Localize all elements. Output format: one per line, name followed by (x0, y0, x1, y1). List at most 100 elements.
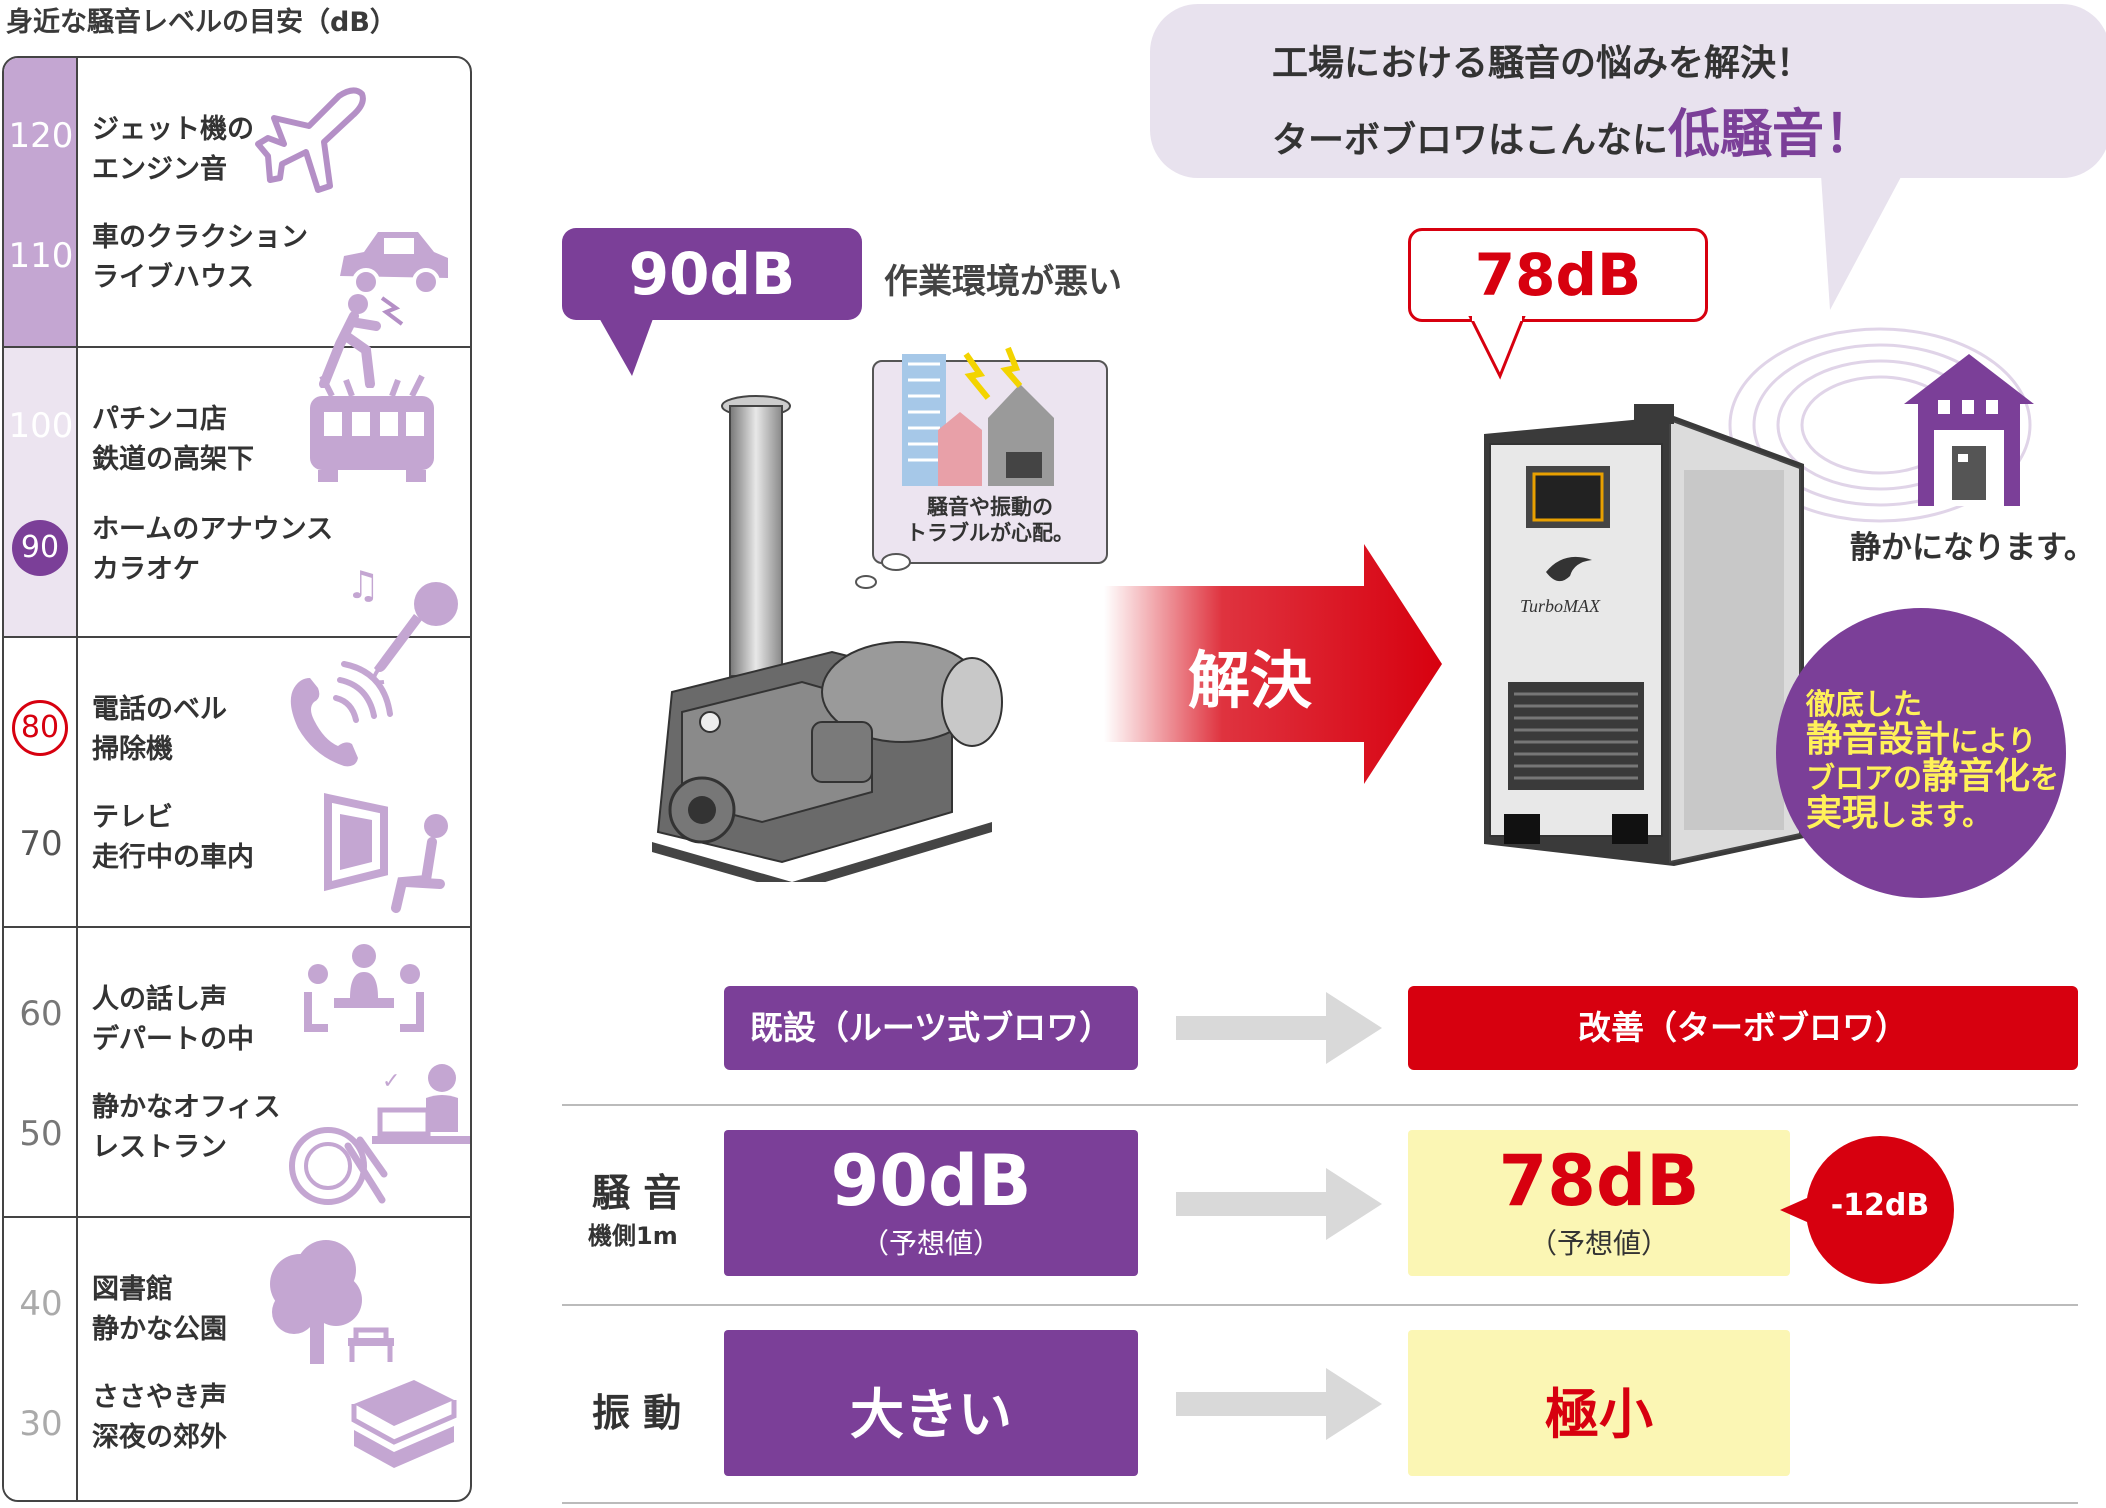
turbomax-brand: TurboMAX (1520, 596, 1601, 616)
feature-text: により (1950, 724, 2037, 758)
feature-circle-line: ブロアの静音化を (1806, 759, 2066, 796)
svg-text:♫: ♫ (346, 563, 380, 607)
example-120: ジェット機のエンジン音 (92, 114, 254, 185)
noise-scale-panel: 120 110 100 90 80 70 60 50 40 30 ジェット機のエ… (2, 56, 472, 1502)
scale-divider (4, 1216, 470, 1218)
city-trouble-icon (902, 346, 1054, 486)
example-40: 図書館静かな公園 (92, 1274, 227, 1345)
db-level-50: 50 (19, 1114, 63, 1154)
books-icon (351, 1380, 457, 1468)
shouting-person-icon (319, 294, 404, 388)
turbo-blower-image (1484, 404, 1804, 866)
vibration-before-cell (724, 1330, 1138, 1476)
solve-arrow (1104, 544, 1442, 784)
scale-divider (4, 346, 470, 348)
noise-diff-badge (1780, 1136, 1954, 1284)
thought-text: 騒音や振動のトラブルが心配。 (906, 495, 1074, 545)
before-bubble-tail (598, 316, 654, 376)
karaoke-mic-icon: ♫ (346, 563, 458, 685)
scale-band-high (4, 346, 78, 636)
db-level-100: 100 (8, 406, 74, 446)
noise-before-cell (724, 1130, 1138, 1276)
roots-blower-image (652, 395, 1003, 882)
headline-line-1: 工場における騒音の悩みを解決！ (1272, 43, 1813, 84)
headline-emphasis: 低騒音！ (1668, 105, 1877, 165)
header-after: 改善（ターボブロワ） (1408, 986, 2078, 1070)
feature-highlight: 実現 (1806, 793, 1879, 834)
car-icon (340, 232, 448, 296)
scale-band-mid (4, 636, 78, 926)
headline-bubble-tail (1820, 160, 1910, 310)
vibration-before-value: 大きい (850, 1383, 1012, 1446)
feature-text: ブロアの (1806, 761, 1923, 795)
noise-after-cell (1408, 1130, 1790, 1276)
noise-before-value: 90dB (830, 1140, 1032, 1222)
vibration-after-value: 極小 (1545, 1383, 1653, 1446)
after-bubble-tail (1468, 316, 1526, 380)
feature-circle-line: 実現します。 (1806, 796, 2066, 833)
noise-before-note: （予想値） (860, 1227, 1001, 1260)
scale-band-loud (4, 58, 78, 346)
headline-bubble (1150, 4, 2106, 178)
vibration-after-cell (1408, 1330, 1790, 1476)
quiet-house-icon (1904, 354, 2034, 506)
noise-after-value: 78dB (1498, 1140, 1700, 1222)
noise-after-note: （予想値） (1528, 1227, 1669, 1260)
telephone-icon (290, 661, 393, 767)
scale-divider (4, 636, 470, 638)
db-level-80: 80 (12, 700, 68, 756)
db-level-110: 110 (8, 236, 74, 276)
feature-text: を (2030, 761, 2060, 795)
db-level-30: 30 (19, 1404, 63, 1444)
example-30: ささやき声深夜の郊外 (92, 1382, 227, 1453)
headline-line-2: ターボブロワはこんなに低騒音！ (1272, 105, 1877, 165)
train-icon (310, 374, 434, 482)
row-divider (562, 1502, 2078, 1504)
vibration-row-label: 振 動 (592, 1391, 682, 1435)
row-divider (562, 1304, 2078, 1306)
db-level-120: 120 (8, 116, 74, 156)
feature-circle-line: 静音設計により (1806, 722, 2066, 759)
scale-band-quiet (4, 1216, 78, 1500)
example-110: 車のクラクションライブハウス (92, 222, 308, 293)
vibration-arrow (1176, 1368, 1382, 1440)
feature-circle-line: 徹底した (1806, 686, 2066, 722)
header-before: 既設（ルーツ式ブロワ） (724, 986, 1138, 1070)
noise-diff-value: -12dB (1830, 1188, 1930, 1223)
feature-highlight: 静音化 (1922, 756, 2031, 797)
park-tree-icon (270, 1240, 394, 1364)
example-100: パチンコ店鉄道の高架下 (92, 404, 254, 475)
scale-band-low (4, 926, 78, 1216)
db-level-60: 60 (19, 994, 63, 1034)
tv-viewer-icon (324, 793, 448, 913)
noise-arrow (1176, 1168, 1382, 1240)
before-db-bubble: 90dB (562, 228, 862, 320)
restaurant-plate-icon (289, 1127, 388, 1205)
svg-text:✓: ✓ (382, 1069, 400, 1094)
feature-circle-text: 徹底した静音設計によりブロアの静音化を実現します。 (1806, 686, 2066, 833)
example-50: 静かなオフィスレストラン (92, 1092, 281, 1163)
header-arrow (1176, 992, 1382, 1064)
office-worker-icon: ✓ (372, 1064, 470, 1144)
feature-text: します。 (1878, 798, 1992, 832)
scale-title: 身近な騒音レベルの目安（dB） (6, 7, 397, 38)
airplane-icon (255, 87, 366, 193)
example-60: 人の話し声デパートの中 (92, 984, 254, 1055)
thought-dots (855, 553, 911, 589)
example-90: ホームのアナウンスカラオケ (92, 514, 334, 585)
before-caption: 作業環境が悪い (884, 262, 1122, 302)
db-level-90: 90 (12, 520, 68, 576)
row-divider (562, 1104, 2078, 1106)
db-level-70: 70 (19, 824, 63, 864)
example-70: テレビ走行中の車内 (92, 802, 254, 873)
feature-circle (1776, 608, 2066, 898)
db-level-40: 40 (19, 1284, 63, 1324)
example-80: 電話のベル掃除機 (92, 694, 227, 765)
after-db-bubble: 78dB (1408, 228, 1708, 322)
noise-row-sublabel: 機側1m (588, 1222, 678, 1250)
people-meeting-icon (304, 944, 424, 1032)
solve-label: 解決 (1188, 644, 1313, 717)
feature-highlight: 静音設計 (1806, 719, 1951, 760)
scale-divider (4, 926, 470, 928)
quiet-caption: 静かになります。 (1850, 530, 2095, 566)
